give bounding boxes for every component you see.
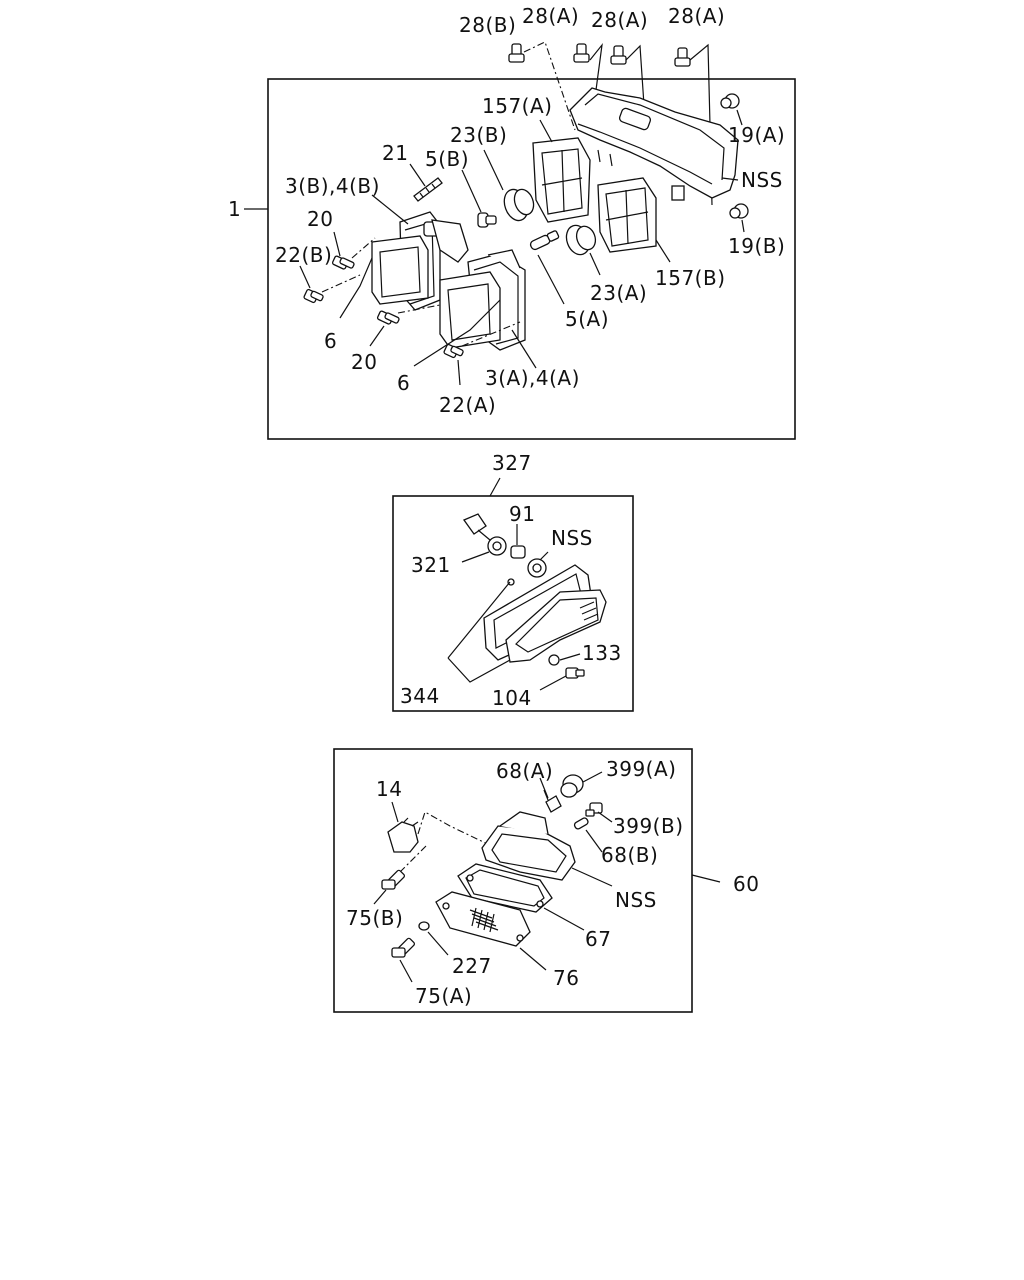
headlamp-frame [267,78,796,440]
screw-20-upper [331,255,355,270]
label-3b-4b: 3(B),4(B) [285,174,380,198]
screw-28b [508,43,525,63]
turn-signal-housing-nss [481,811,576,881]
label-227: 227 [452,954,492,978]
label-68a: 68(A) [496,759,553,783]
socket-23b [503,188,535,222]
callout-1: 1 [228,197,241,221]
side-marker-lens-344 [483,564,607,663]
label-28a-1: 28(A) [522,4,579,28]
turn-signal-frame [333,748,693,1013]
washer-227 [418,921,430,931]
bulb-68b [573,817,589,830]
label-14: 14 [376,777,402,801]
lens-76 [435,891,531,947]
label-91: 91 [509,502,535,526]
label-21: 21 [382,141,408,165]
label-6-left: 6 [324,329,337,353]
clip-19b [729,203,749,219]
callout-leader [489,477,501,497]
label-28a-3: 28(A) [668,4,725,28]
label-399a: 399(A) [606,757,676,781]
screw-75a [391,937,416,958]
clip-133 [548,654,560,666]
headlamp-group: 1 28(B) 28(A) 28(A) 28(A) 157(A) 19(A) 2… [228,4,796,440]
label-67: 67 [585,927,611,951]
screw-104 [565,667,585,679]
label-nss-headlamp: NSS [741,168,783,192]
socket-399b [585,802,603,817]
side-marker-frame [392,495,634,712]
bezel-6-right [439,271,501,349]
bulb-68a [543,789,562,813]
label-28a-2: 28(A) [591,8,648,32]
bulb-5b [477,212,497,228]
leader-28a-1 [589,42,603,91]
label-28b: 28(B) [459,13,516,37]
label-3a-4a: 3(A),4(A) [485,366,580,390]
turn-signal-group: 60 68(A) 399(A) 14 399(B) 68(B) NSS 75(B… [333,748,759,1013]
leader-28a-2 [625,44,646,121]
label-157a: 157(A) [482,94,552,118]
label-157b: 157(B) [655,266,726,290]
label-75a: 75(A) [415,984,472,1008]
label-104: 104 [492,686,532,710]
screw-21 [413,177,443,202]
socket-399a [560,774,584,798]
socket-14 [387,817,419,853]
label-20-upper: 20 [307,207,333,231]
label-133: 133 [582,641,622,665]
label-19a: 19(A) [728,123,785,147]
callout-leader [691,874,721,883]
screw-22b [303,288,324,304]
leader-28b [523,41,576,131]
label-20-lower: 20 [351,350,377,374]
side-marker-group: 327 91 NSS 321 133 344 104 [392,451,634,712]
label-19b: 19(B) [728,234,785,258]
label-75b: 75(B) [346,906,403,930]
screw-28a-1 [573,43,590,63]
label-399b: 399(B) [613,814,684,838]
bulb-5a [529,230,560,251]
label-22a: 22(A) [439,393,496,417]
bulb-91 [510,545,526,559]
socket-23a [565,224,597,256]
label-23a: 23(A) [590,281,647,305]
label-nss-turn: NSS [615,888,657,912]
label-344: 344 [400,684,440,708]
screw-28a-2 [610,45,627,65]
label-22b: 22(B) [275,243,332,267]
screw-28a-3 [674,47,691,67]
shroud-157b [597,177,657,253]
label-76: 76 [553,966,579,990]
headlamp-bracket [569,87,739,201]
bezel-6-left [371,235,429,305]
label-321: 321 [411,553,451,577]
socket-321 [463,513,507,556]
screw-20-lower [376,310,400,325]
label-5b: 5(B) [425,147,469,171]
screw-22a [443,343,464,359]
callout-327: 327 [492,451,532,475]
label-68b: 68(B) [601,843,658,867]
shroud-157a [532,137,591,223]
label-5a: 5(A) [565,307,609,331]
label-23b: 23(B) [450,123,507,147]
label-nss-marker: NSS [551,526,593,550]
screw-75b [381,869,406,890]
grommet-nss [527,558,547,578]
clip-19a [720,93,740,109]
label-6-right: 6 [397,371,410,395]
callout-60: 60 [733,872,759,896]
